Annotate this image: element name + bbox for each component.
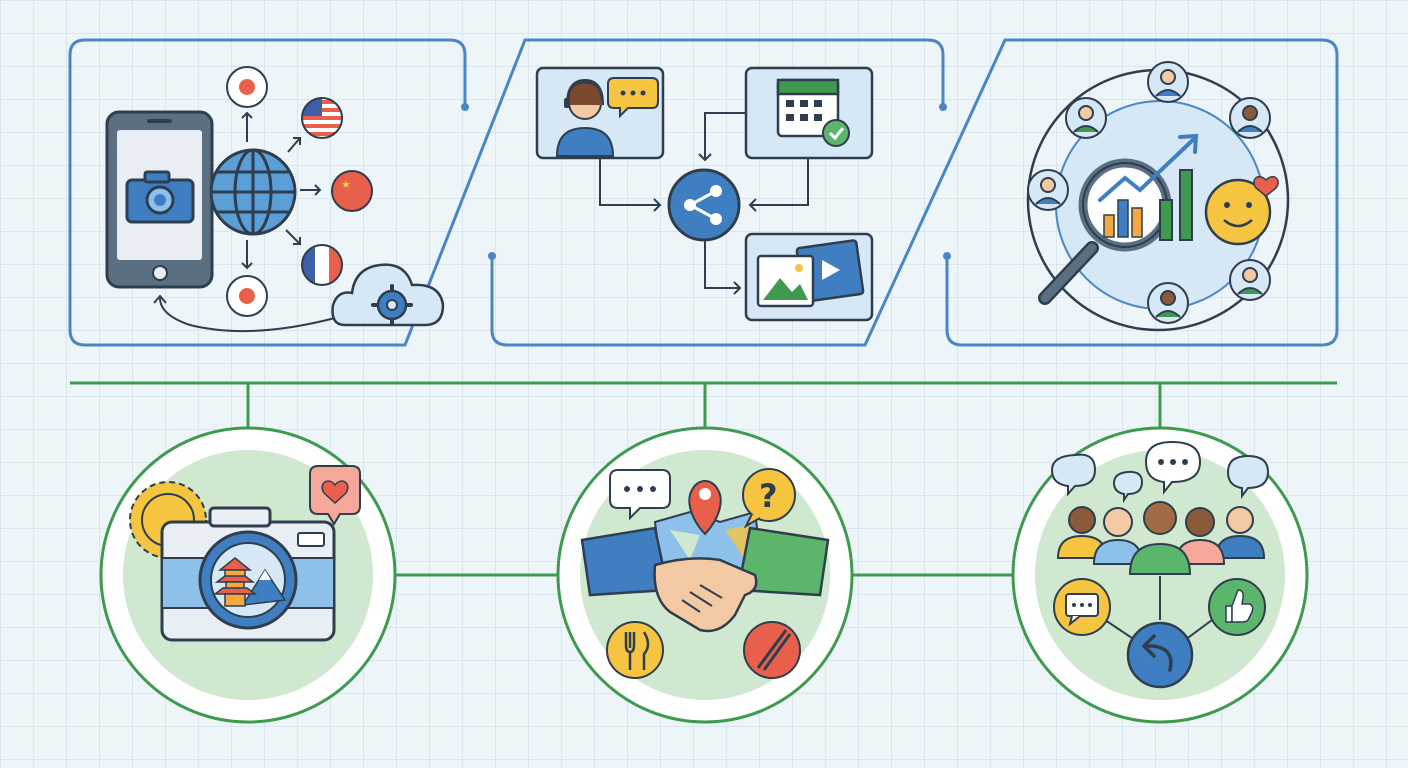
trend-arrow-icon <box>1098 133 1199 202</box>
connector-lines <box>1104 576 1213 641</box>
map-pin-icon <box>688 480 722 536</box>
comment-icon <box>1053 578 1111 636</box>
camera-icon <box>125 170 195 224</box>
pagoda-icon <box>212 557 258 607</box>
panel-2-lower-frame <box>490 38 1339 347</box>
circle-community-engagement <box>1011 426 1309 724</box>
panel-1-frame <box>68 38 527 347</box>
thumbs-up-icon <box>1208 578 1266 636</box>
panel-1-content: ★ <box>105 66 445 333</box>
china-flag-icon: ★ <box>331 170 373 212</box>
connector-dot <box>488 252 496 260</box>
speech-dots <box>1158 459 1188 465</box>
media-gallery-icon <box>744 232 874 322</box>
japan-flag-icon <box>226 275 268 317</box>
svg-text:?: ? <box>759 477 778 515</box>
globe-arrows <box>241 111 322 270</box>
chopsticks-icon <box>743 621 801 679</box>
panel-2-frame <box>523 38 945 107</box>
connector-dot <box>943 252 951 260</box>
svg-text:★: ★ <box>341 178 351 191</box>
circle-local-partnership: ? <box>556 426 854 724</box>
flow-arrows <box>599 112 809 295</box>
fork-knife-icon <box>606 621 664 679</box>
green-connectors <box>70 381 1337 577</box>
mountain-icon <box>241 568 287 606</box>
share-icon <box>667 168 741 242</box>
calendar-check-icon <box>744 66 874 160</box>
people-group-icon <box>1056 501 1266 575</box>
heart-bubble-icon <box>309 465 361 526</box>
globe-icon <box>209 148 297 236</box>
connector-dot <box>939 103 947 111</box>
france-flag-icon <box>301 244 343 286</box>
japan-flag-icon <box>226 66 268 108</box>
sync-arrow <box>153 294 336 333</box>
camera-icon <box>160 506 336 642</box>
question-bubble-icon: ? <box>742 468 796 529</box>
panel-3-content <box>1026 61 1290 332</box>
cloud-gear-icon <box>331 263 445 327</box>
usa-flag-icon <box>301 97 343 139</box>
chat-bubble-icon <box>607 77 659 119</box>
reply-icon <box>1126 621 1194 689</box>
top-panels <box>68 38 1339 347</box>
chat-bubble-icon <box>609 469 671 521</box>
user-avatar-icon <box>1027 61 1271 324</box>
handshake-icon <box>580 526 830 633</box>
smiley-heart-icon <box>1204 176 1279 246</box>
speech-bubble-icon <box>1050 440 1270 504</box>
panel-2-content <box>535 66 874 322</box>
connector-dot <box>461 103 469 111</box>
circle-travel-photo <box>99 426 397 724</box>
